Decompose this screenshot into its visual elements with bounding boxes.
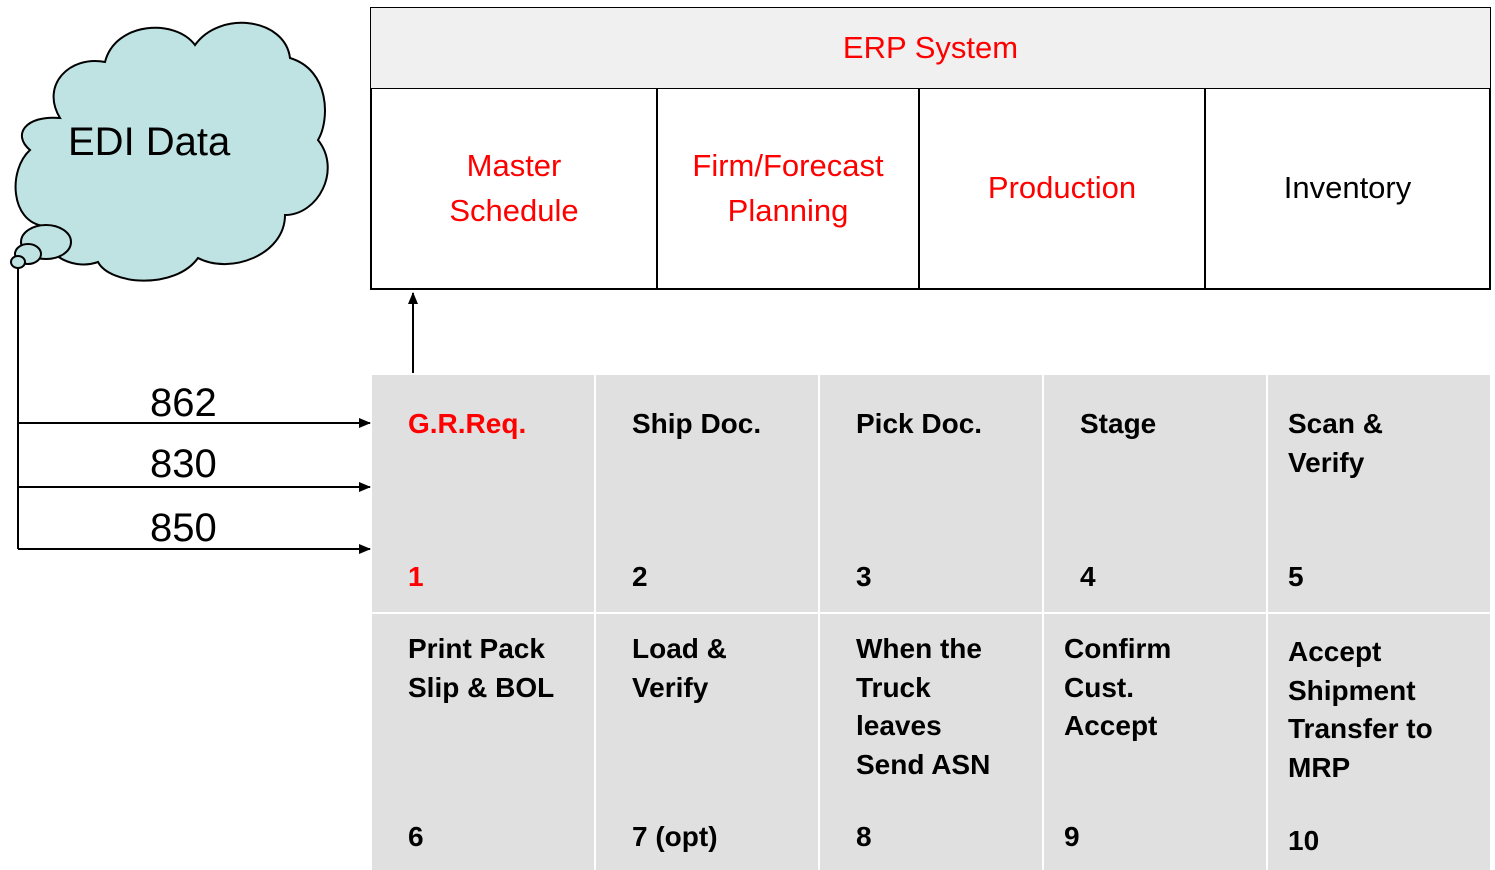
message-code-850: 850: [150, 506, 217, 550]
step-number-1: 1: [408, 561, 424, 592]
step-cell-2: Ship Doc. 2: [596, 375, 818, 612]
step-label-6: Print Pack Slip & BOL: [408, 633, 555, 703]
message-code-862: 862: [150, 381, 217, 425]
edi-data-cloud: [10, 21, 329, 282]
step-label-9: Confirm Cust. Accept: [1064, 633, 1172, 742]
step-cell-5: Scan & Verify 5: [1268, 375, 1490, 612]
step-label-8: When the Truck leaves Send ASN: [856, 633, 991, 780]
step-number-6: 6: [408, 821, 424, 852]
message-code-830: 830: [150, 442, 217, 486]
step-number-5: 5: [1288, 561, 1304, 592]
step-cell-10: Accept Shipment Transfer to MRP 10: [1268, 614, 1490, 870]
edi-data-label: EDI Data: [68, 120, 231, 164]
module-firm-forecast-planning: Firm/Forecast Planning: [692, 147, 884, 228]
module-master-schedule: Master Schedule: [449, 147, 579, 228]
step-number-9: 9: [1064, 821, 1080, 852]
step-label-7: Load & Verify: [632, 633, 727, 703]
step-label-2: Ship Doc.: [632, 408, 762, 439]
step-cell-8: When the Truck leaves Send ASN 8: [820, 614, 1042, 870]
step-cell-3: Pick Doc. 3: [820, 375, 1042, 612]
step-cell-4: Stage 4: [1044, 375, 1266, 612]
step-label-4: Stage: [1080, 408, 1157, 439]
step-cell-1: G.R.Req. 1: [372, 375, 594, 612]
step-cell-7: Load & Verify 7 (opt): [596, 614, 818, 870]
step-label-10: Accept Shipment Transfer to MRP: [1288, 636, 1433, 783]
step-cell-9: Confirm Cust. Accept 9: [1044, 614, 1266, 870]
step-number-2: 2: [632, 561, 648, 592]
erp-system-title: ERP System: [371, 8, 1490, 88]
step-label-3: Pick Doc.: [856, 408, 983, 439]
step-number-10: 10: [1288, 825, 1320, 856]
step-label-1: G.R.Req.: [408, 408, 527, 439]
step-number-4: 4: [1080, 561, 1096, 592]
module-production: Production: [987, 170, 1137, 206]
module-inventory: Inventory: [1283, 170, 1412, 206]
step-number-8: 8: [856, 821, 872, 852]
step-number-3: 3: [856, 561, 872, 592]
step-number-7: 7 (opt): [632, 821, 718, 852]
step-label-5: Scan & Verify: [1288, 408, 1383, 478]
step-cell-6: Print Pack Slip & BOL 6: [372, 614, 594, 870]
